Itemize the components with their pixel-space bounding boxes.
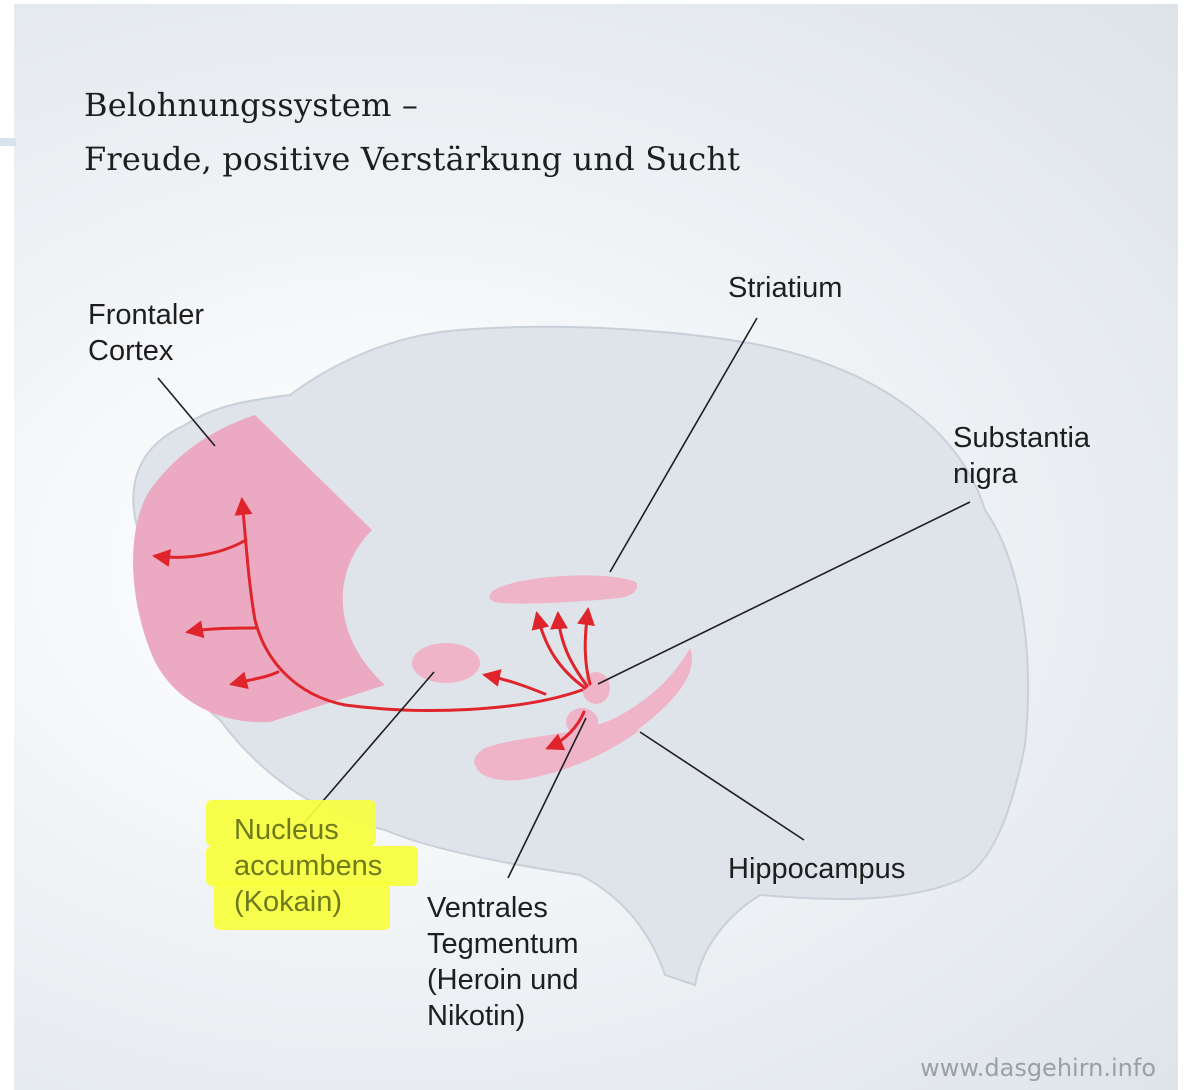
- label-ventrales-tegmentum-line-4: Nikotin): [427, 998, 579, 1034]
- label-striatium: Striatium: [728, 270, 842, 306]
- label-ventrales-tegmentum-line-2: Tegmentum: [427, 926, 579, 962]
- nucleus-accumbens-region: [412, 643, 480, 683]
- label-striatium-line-1: Striatium: [728, 270, 842, 306]
- label-substantia-nigra-line-2: nigra: [953, 456, 1090, 492]
- label-substantia-nigra-line-1: Substantia: [953, 420, 1090, 456]
- label-ventrales-tegmentum-line-3: (Heroin und: [427, 962, 579, 998]
- label-nucleus-accumbens-line-3: (Kokain): [234, 884, 382, 920]
- label-nucleus-accumbens: Nucleus accumbens (Kokain): [234, 812, 382, 920]
- label-frontaler-cortex-line-2: Cortex: [88, 333, 204, 369]
- label-frontaler-cortex: Frontaler Cortex: [88, 297, 204, 369]
- label-nucleus-accumbens-line-1: Nucleus: [234, 812, 382, 848]
- source-credit: www.dasgehirn.info: [920, 1054, 1156, 1082]
- label-substantia-nigra: Substantia nigra: [953, 420, 1090, 492]
- label-ventrales-tegmentum: Ventrales Tegmentum (Heroin und Nikotin): [427, 890, 579, 1034]
- label-hippocampus-line-1: Hippocampus: [728, 851, 905, 887]
- label-frontaler-cortex-line-1: Frontaler: [88, 297, 204, 333]
- label-nucleus-accumbens-line-2: accumbens: [234, 848, 382, 884]
- label-hippocampus: Hippocampus: [728, 851, 905, 887]
- label-ventrales-tegmentum-line-1: Ventrales: [427, 890, 579, 926]
